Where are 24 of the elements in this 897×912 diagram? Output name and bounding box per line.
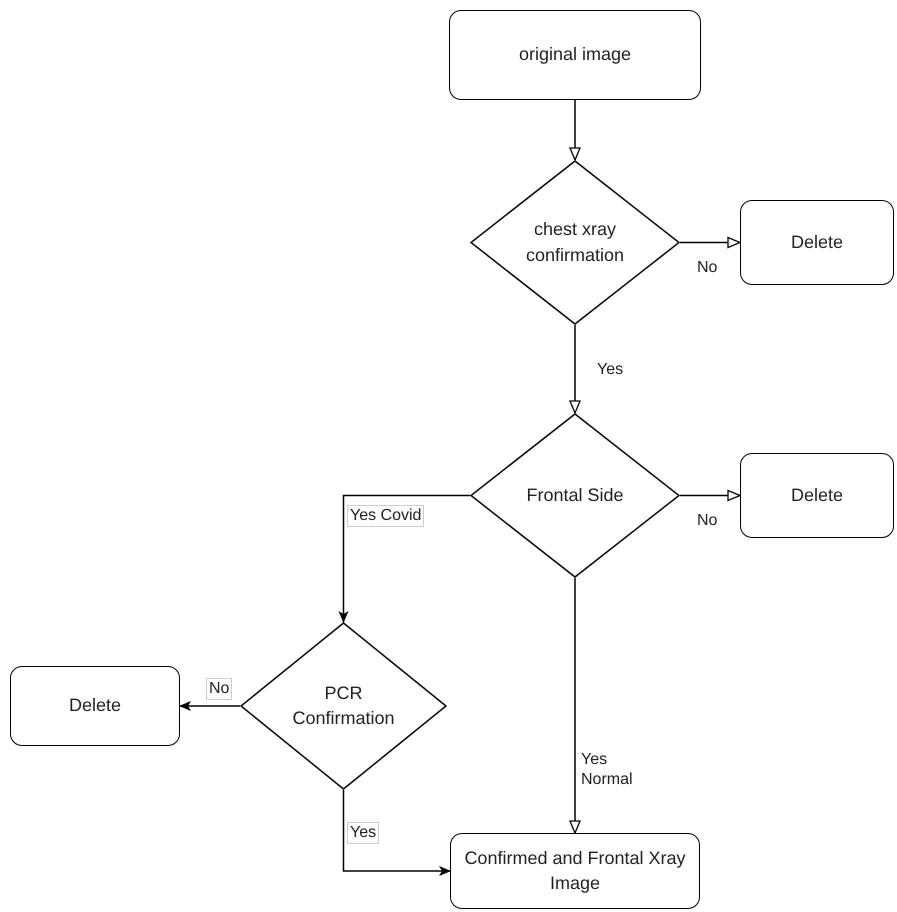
- arrow: [680, 236, 741, 248]
- node-label: Frontal Side: [525, 484, 625, 507]
- edge-label: No: [206, 678, 232, 700]
- node-label: Confirmed and Frontal Xray Image: [463, 846, 687, 895]
- node-label: original image: [518, 43, 632, 66]
- node-label: chest xray confirmation: [524, 218, 626, 266]
- edge-label: Yes Covid: [347, 505, 424, 527]
- process-box: [10, 666, 180, 746]
- process-box: [740, 453, 894, 538]
- process-box: [740, 200, 894, 285]
- arrow: [342, 790, 451, 876]
- node-label: Delete: [68, 694, 122, 718]
- arrow: [680, 490, 741, 502]
- arrow: [338, 494, 470, 623]
- process-box: [450, 833, 700, 909]
- node-label: PCR Confirmation: [291, 682, 396, 730]
- arrow: [569, 100, 581, 161]
- arrow: [569, 578, 581, 834]
- node-label: Delete: [790, 484, 844, 507]
- arrow: [179, 701, 240, 711]
- process-box: [449, 10, 701, 100]
- arrow: [569, 325, 581, 414]
- edge-label: Yes: [347, 822, 380, 844]
- node-label: Delete: [790, 230, 844, 254]
